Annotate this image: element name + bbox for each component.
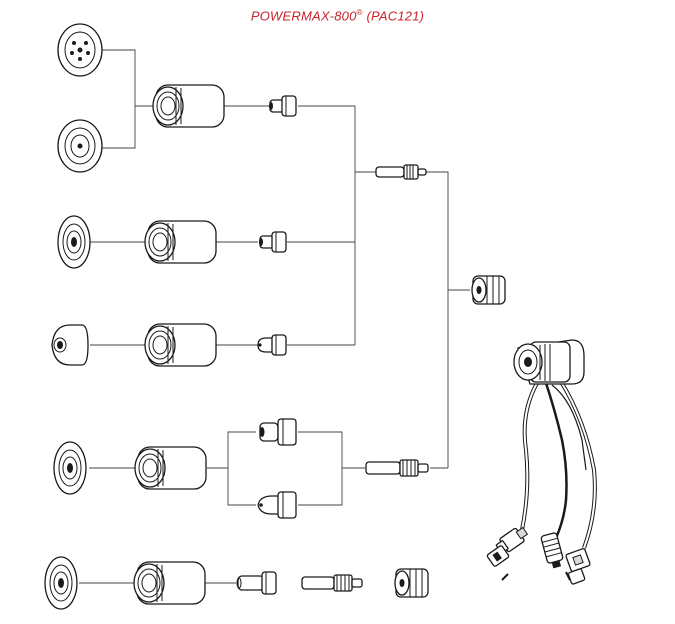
swirl-ring-5 (394, 568, 429, 598)
title-model: POWERMAX-800 (250, 8, 357, 24)
shield-2 (57, 215, 91, 269)
retaining-cap-3 (144, 323, 217, 367)
electrode-5 (301, 574, 363, 592)
shield-ring-holes-2 (57, 119, 103, 173)
nozzle-2 (258, 231, 287, 253)
diagram-title: POWERMAX-800® (PAC121) (0, 8, 675, 23)
nozzle-1 (268, 95, 297, 117)
torch-assembly (486, 339, 597, 585)
nozzle-5 (236, 571, 277, 595)
retaining-cap-5 (133, 561, 206, 605)
nozzle-4b (257, 491, 297, 519)
retaining-cap-2 (144, 220, 217, 264)
connector-lines (79, 49, 470, 584)
shield-5 (44, 556, 78, 610)
title-code: (PAC121) (366, 8, 425, 24)
nozzle-3 (257, 334, 287, 356)
retaining-cap-4 (134, 446, 207, 490)
shield-ring-holes-1 (57, 23, 103, 77)
retaining-cap-1 (152, 84, 225, 128)
electrode-1 (375, 164, 427, 180)
shield-4 (53, 441, 87, 495)
deflector-3 (51, 324, 89, 366)
nozzle-4a (259, 418, 297, 446)
title-registered-mark: ® (356, 8, 363, 17)
electrode-2 (365, 459, 429, 477)
swirl-ring (471, 275, 506, 305)
